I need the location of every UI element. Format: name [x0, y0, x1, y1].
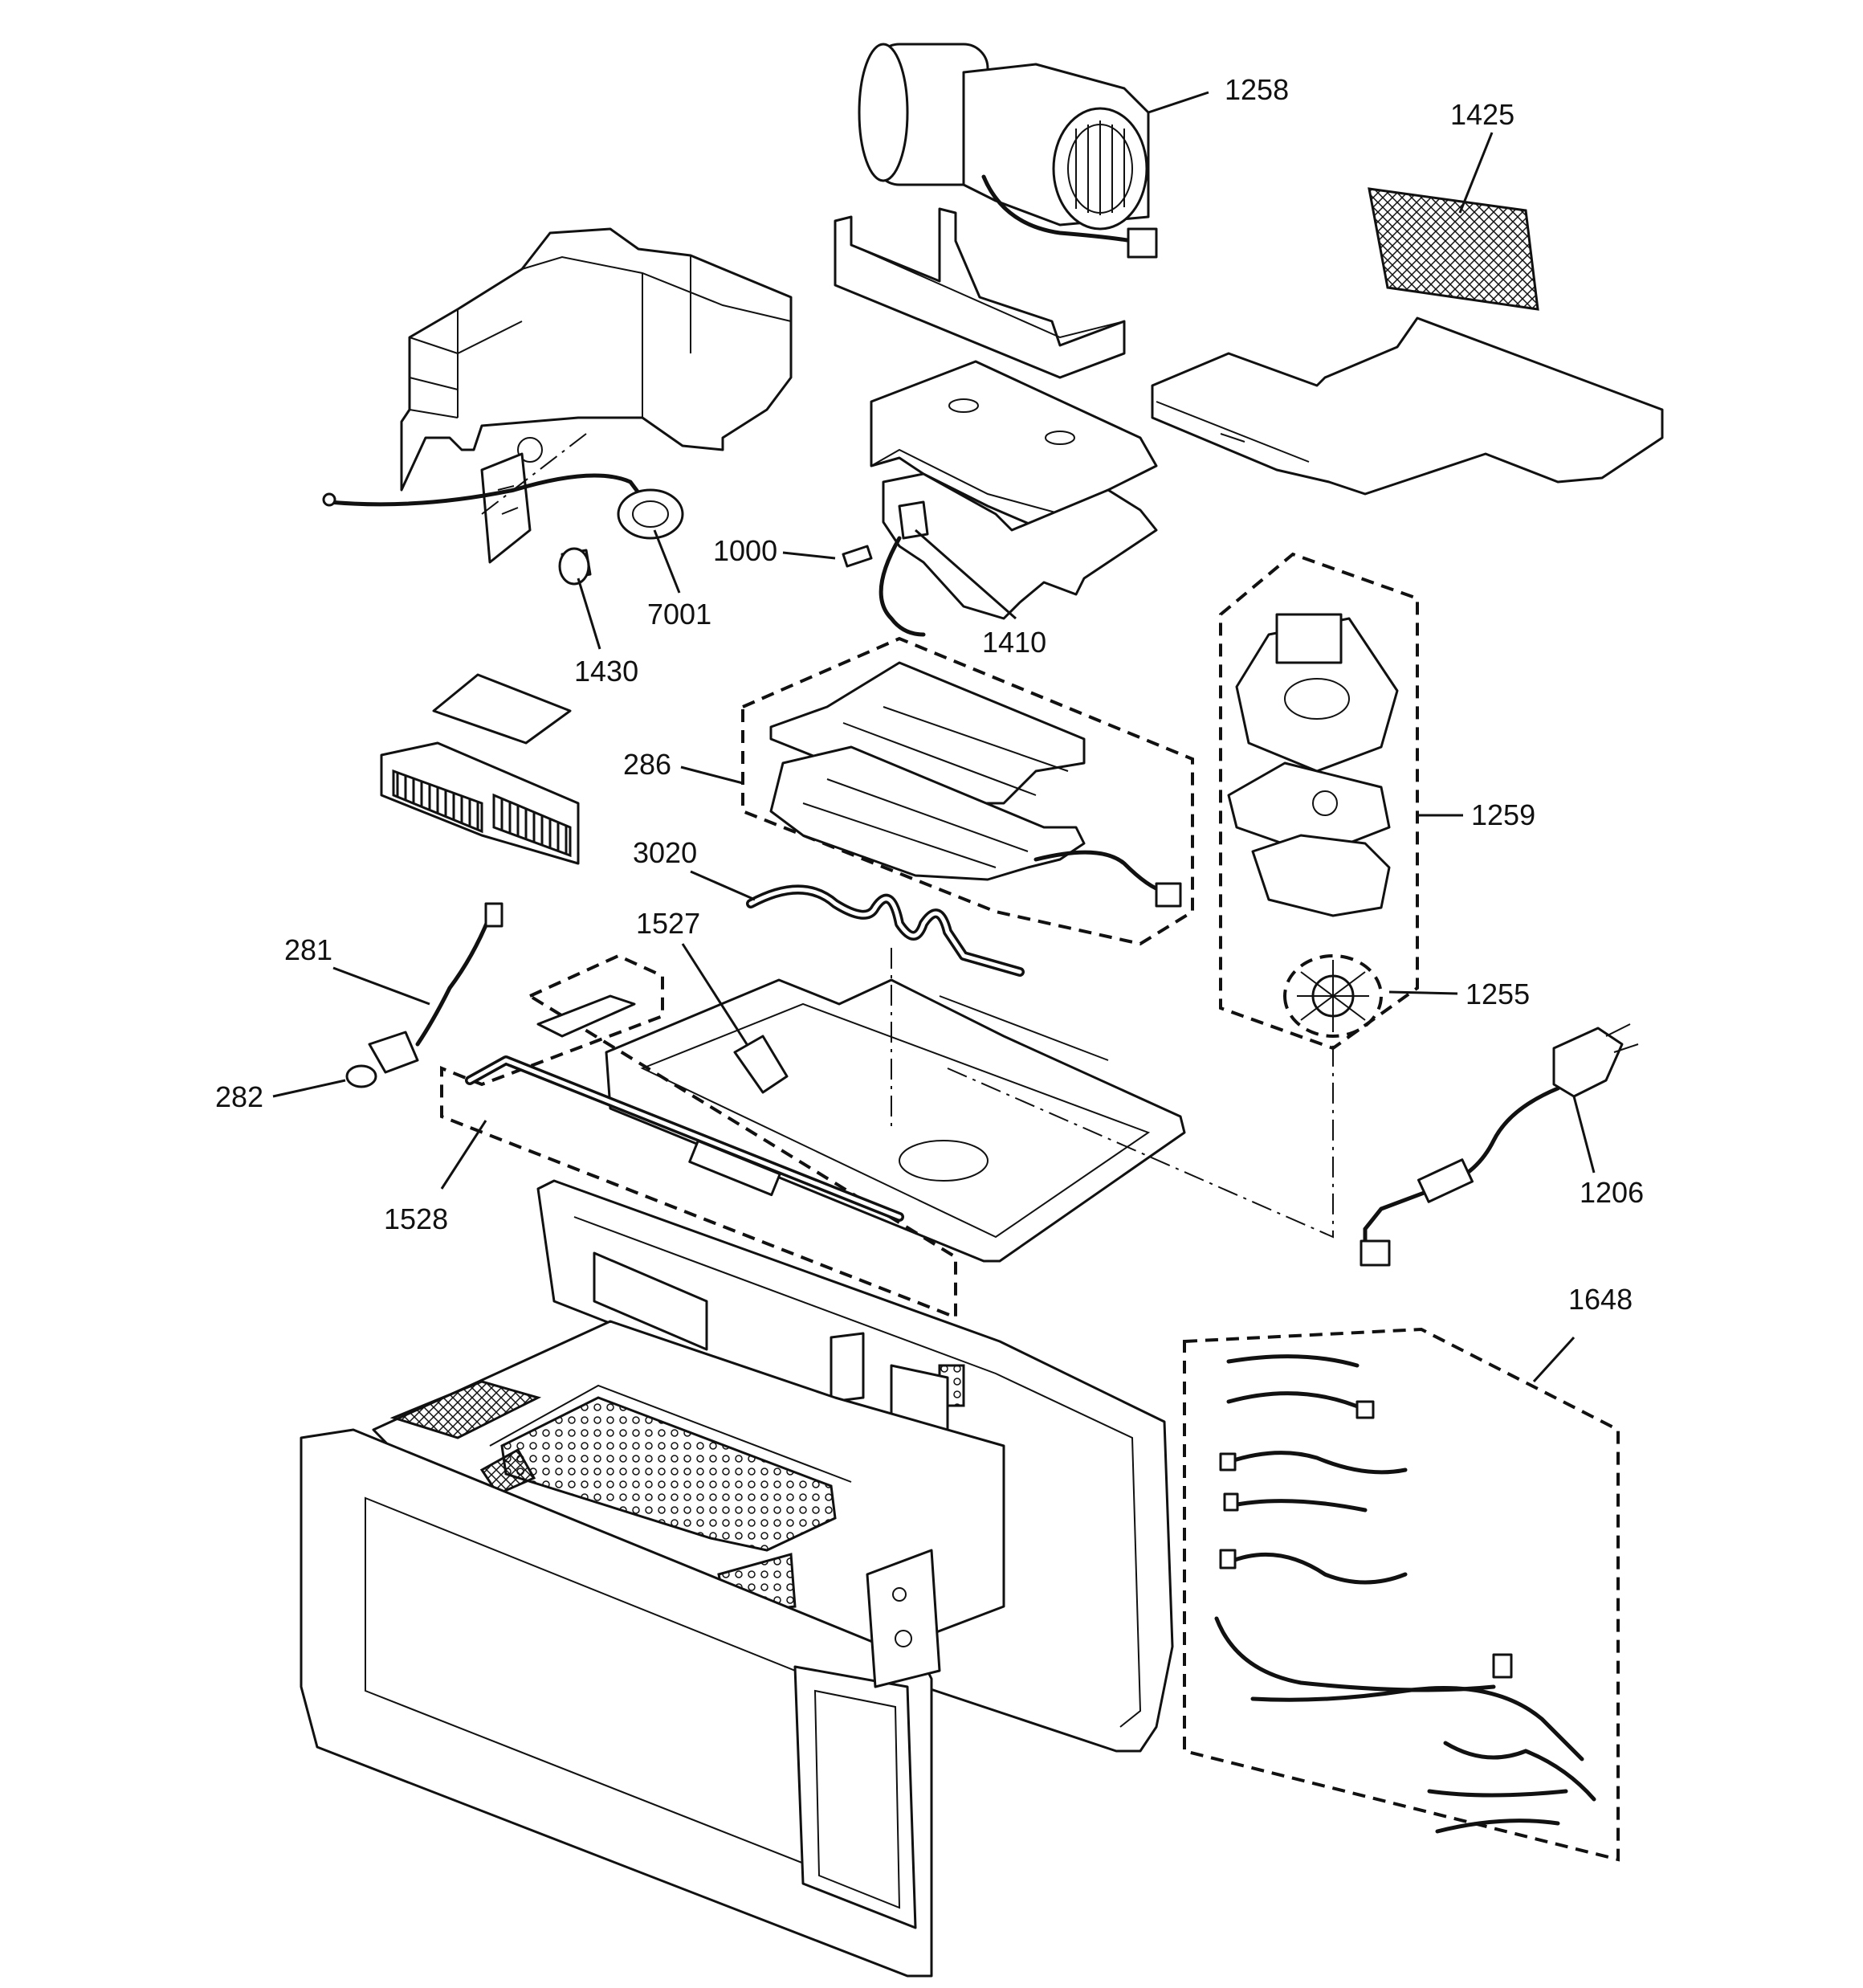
- top-cover-plate: [1151, 316, 1664, 496]
- callout-1425: 1425: [1450, 98, 1514, 131]
- part-1648-harness-group: [1183, 1327, 1620, 1862]
- part-3020-heating-element: [746, 884, 1025, 977]
- part-286-heater-assembly: [741, 636, 1194, 946]
- air-duct-housing: [400, 227, 793, 564]
- callout-1527: 1527: [636, 907, 700, 940]
- callout-labels: 1258 1425 1000 7001 1410 1430 286 1259 3…: [215, 73, 1644, 1316]
- callout-7001: 7001: [647, 598, 711, 631]
- part-1528-element-group: [440, 953, 957, 1320]
- callout-1410: 1410: [982, 626, 1046, 659]
- part-1206-power-cord: [1360, 1023, 1639, 1267]
- cavity-top-plate: [605, 948, 1334, 1263]
- front-frame: [300, 1428, 941, 1978]
- part-1258-blower-assembly: [858, 43, 1158, 259]
- part-1259-convection-motor: [1219, 552, 1419, 1051]
- part-281-wire-harness: [368, 902, 503, 1074]
- vent-grille: [380, 673, 580, 865]
- part-282-lamp: [345, 1064, 377, 1088]
- callout-286: 286: [623, 748, 671, 781]
- callout-1258: 1258: [1225, 73, 1289, 106]
- callout-1000: 1000: [713, 534, 777, 567]
- part-7001-thermostat: [322, 473, 684, 540]
- part-1430-sensor: [558, 547, 592, 586]
- callout-1206: 1206: [1580, 1176, 1644, 1209]
- blower-mounting-bracket: [834, 207, 1126, 379]
- callout-1255: 1255: [1466, 978, 1530, 1010]
- callout-1430: 1430: [574, 655, 638, 688]
- callout-1259: 1259: [1471, 798, 1535, 831]
- part-1410-upper-plates: [842, 360, 1158, 637]
- callout-282: 282: [215, 1080, 263, 1113]
- callout-3020: 3020: [633, 836, 697, 869]
- callout-281: 281: [284, 933, 332, 966]
- callout-1648: 1648: [1568, 1283, 1633, 1316]
- part-1425-filter: [1368, 187, 1539, 311]
- leader-lines: [272, 91, 1596, 1383]
- callout-1528: 1528: [384, 1202, 448, 1235]
